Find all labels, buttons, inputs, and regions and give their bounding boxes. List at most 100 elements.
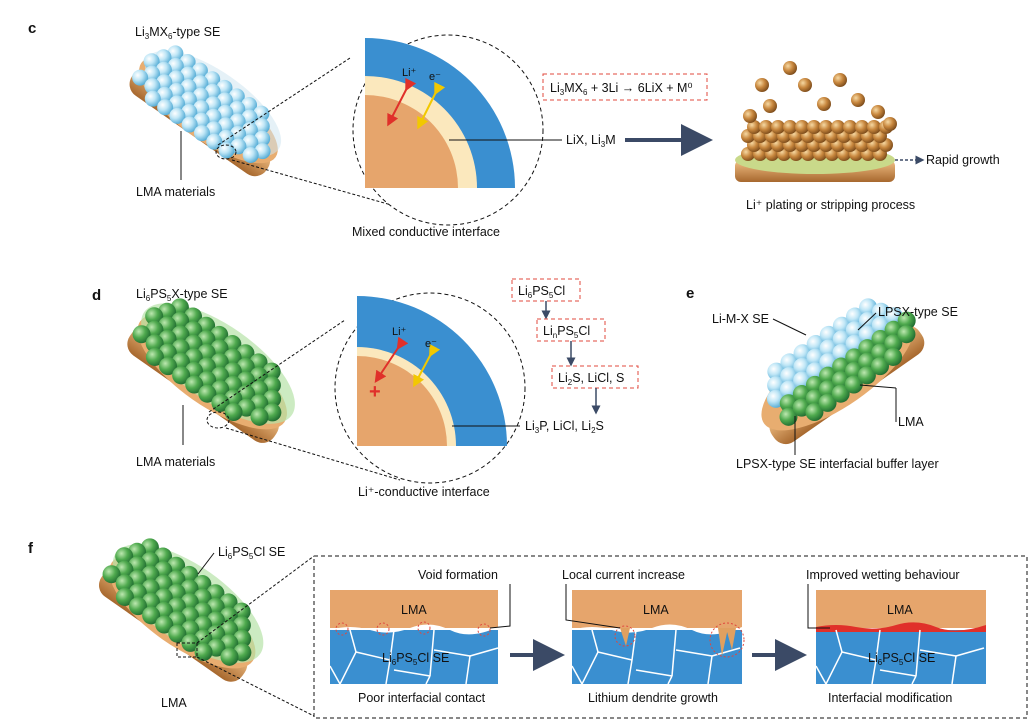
lithium-particle	[783, 120, 797, 134]
lithium-particle	[798, 78, 812, 92]
grain-boundary	[349, 629, 357, 653]
lithium-particle	[871, 105, 885, 119]
panel-f-green-spheres	[102, 538, 252, 666]
se-sphere	[779, 407, 798, 426]
grain-boundary	[355, 651, 391, 661]
lithium-particle	[851, 93, 865, 107]
grain-boundary	[465, 655, 471, 685]
panel-c-interface-label: Mixed conductive interface	[352, 225, 500, 239]
green-sphere	[132, 325, 151, 344]
grain-boundary	[339, 651, 357, 685]
blue-sphere	[144, 78, 161, 95]
blue-sphere	[157, 99, 174, 116]
panel-e: e Li-M-X SE LPSX-type SE LMA LPSX-type S…	[686, 285, 958, 471]
grain-boundary	[581, 651, 599, 685]
panel-c-growth-label: Rapid growth	[926, 153, 1000, 167]
panel-c-products-label: LiX, Li3M	[566, 133, 616, 149]
lithium-particle	[833, 73, 847, 87]
panel-d-final-products: Li3P, LiCl, Li2S	[525, 419, 604, 435]
green-sphere	[168, 624, 187, 643]
panel-f-current-label: Local current increase	[562, 568, 685, 582]
panel-f-box1-lma: LMA	[401, 603, 427, 617]
lithium-particle	[759, 120, 773, 134]
panel-e-spheres	[766, 298, 916, 426]
panel-c-reaction-box	[542, 73, 708, 101]
lithium-particle	[867, 120, 881, 134]
panel-e-buffer-label: LPSX-type SE interfacial buffer layer	[736, 457, 939, 471]
panel-c-se-label: Li3MX6-type SE	[135, 25, 220, 41]
green-sphere	[224, 403, 243, 422]
lithium-particle	[831, 120, 845, 134]
grain-boundary	[875, 629, 881, 661]
green-sphere	[220, 647, 239, 666]
blue-sphere	[132, 69, 149, 86]
grain-boundary	[955, 647, 985, 657]
green-sphere	[102, 565, 121, 584]
panel-d-step2-box	[536, 318, 606, 342]
panel-f-grain-boundaries-1	[329, 629, 499, 685]
green-sphere	[145, 347, 164, 366]
grain-boundary	[911, 675, 917, 685]
lithium-particle	[743, 109, 757, 123]
grain-boundary	[571, 665, 583, 685]
panel-f-se-label: Li6PS5Cl SE	[218, 545, 285, 561]
green-sphere	[159, 357, 178, 376]
panel-f-caption-2: Lithium dendrite growth	[588, 691, 718, 705]
green-sphere	[115, 547, 134, 566]
grain-boundary	[433, 649, 471, 657]
panel-f-process-frame	[313, 555, 1028, 719]
grain-boundary	[711, 647, 741, 657]
green-sphere	[250, 407, 269, 426]
grain-boundary	[671, 629, 677, 677]
panel-d-e-label: e⁻	[425, 338, 437, 350]
grain-boundary	[871, 659, 877, 685]
blue-sphere	[144, 90, 161, 107]
se-sphere	[831, 384, 850, 403]
blue-sphere	[143, 53, 160, 70]
panel-f-stage-poor-contact: LMA Li6PS5Cl SE Void formation Poor inte…	[329, 568, 511, 705]
panel-d-interface-label: Li⁺-conductive interface	[358, 485, 490, 499]
panel-letter-d: d	[92, 287, 101, 304]
lithium-particle	[795, 120, 809, 134]
grain-boundary	[389, 629, 395, 661]
panel-f-grain-boundaries-2	[571, 629, 741, 685]
grain-boundary	[393, 669, 431, 677]
grain-boundary	[429, 629, 435, 677]
green-sphere	[155, 615, 174, 634]
panel-d-green-spheres	[132, 298, 282, 426]
se-sphere	[897, 311, 916, 330]
green-sphere	[185, 375, 204, 394]
lithium-particle	[855, 120, 869, 134]
grain-boundary	[469, 647, 499, 657]
grain-boundary	[835, 629, 843, 653]
panel-d-se-label: Li6PS5X-type SE	[136, 287, 228, 303]
blue-sphere	[181, 116, 198, 133]
grain-boundary	[825, 651, 843, 685]
green-sphere	[142, 606, 161, 625]
panel-f-box3-lma: LMA	[887, 603, 913, 617]
grain-boundary	[667, 675, 673, 685]
panel-f: f Li6PS5Cl SE LMA LMA Li6PS5Cl SE Void f…	[28, 538, 1028, 719]
se-sphere	[884, 347, 903, 366]
panel-d: d Li6PS5X-type SE LMA materials + Li⁺ e⁻…	[92, 278, 639, 499]
panel-d-lma-label: LMA materials	[136, 455, 215, 469]
grain-boundary	[591, 629, 599, 653]
panel-c-lithium-particles	[741, 61, 897, 161]
panel-e-limx-label: Li-M-X SE	[712, 312, 769, 326]
panel-d-step3: Li2S, LiCl, S	[558, 371, 624, 387]
lithium-particle	[771, 120, 785, 134]
panel-f-box2-lma: LMA	[643, 603, 669, 617]
panel-f-stage-dendrite: LMA Local current increase Lithium dendr…	[562, 568, 745, 705]
panel-f-box3-se: Li6PS5Cl SE	[868, 651, 935, 667]
grain-boundary	[627, 659, 633, 685]
grain-boundary	[879, 669, 917, 677]
grain-boundary	[329, 665, 341, 685]
panel-f-caption-1: Poor interfacial contact	[358, 691, 486, 705]
green-sphere	[198, 384, 217, 403]
blue-sphere	[218, 142, 235, 159]
green-sphere	[181, 633, 200, 652]
lithium-particle	[807, 120, 821, 134]
panel-f-box1-se: Li6PS5Cl SE	[382, 651, 449, 667]
se-sphere	[897, 325, 916, 344]
se-sphere	[857, 366, 876, 385]
